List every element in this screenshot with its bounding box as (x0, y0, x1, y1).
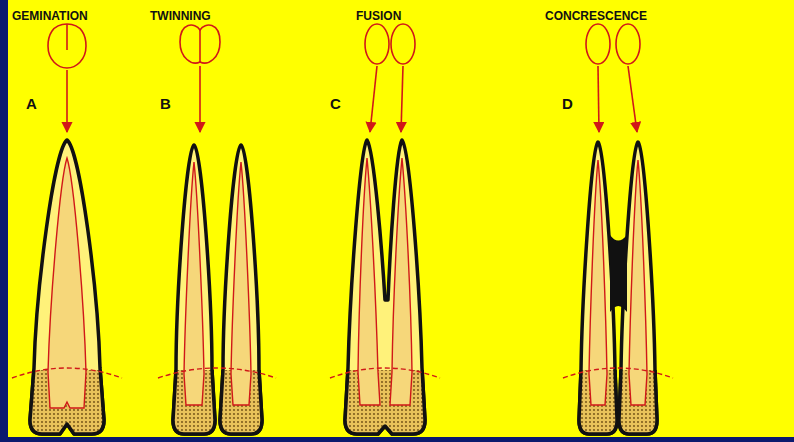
figure-letter: C (330, 96, 341, 111)
category-heading: FUSION (356, 10, 401, 22)
yellow-ground (8, 0, 794, 437)
figure-letter: D (562, 96, 573, 111)
figure-letter: B (160, 96, 171, 111)
cementum-union (610, 235, 627, 312)
enamel-crowns (30, 370, 657, 434)
teeth (30, 140, 657, 434)
category-heading: GEMINATION (12, 10, 88, 22)
figure-letter: A (26, 96, 37, 111)
tooth-germs (48, 24, 640, 68)
development-arrows (67, 66, 637, 132)
cej-line (12, 368, 673, 378)
category-heading: CONCRESCENCE (545, 10, 647, 22)
pulp-canals (48, 158, 647, 408)
category-heading: TWINNING (150, 10, 211, 22)
